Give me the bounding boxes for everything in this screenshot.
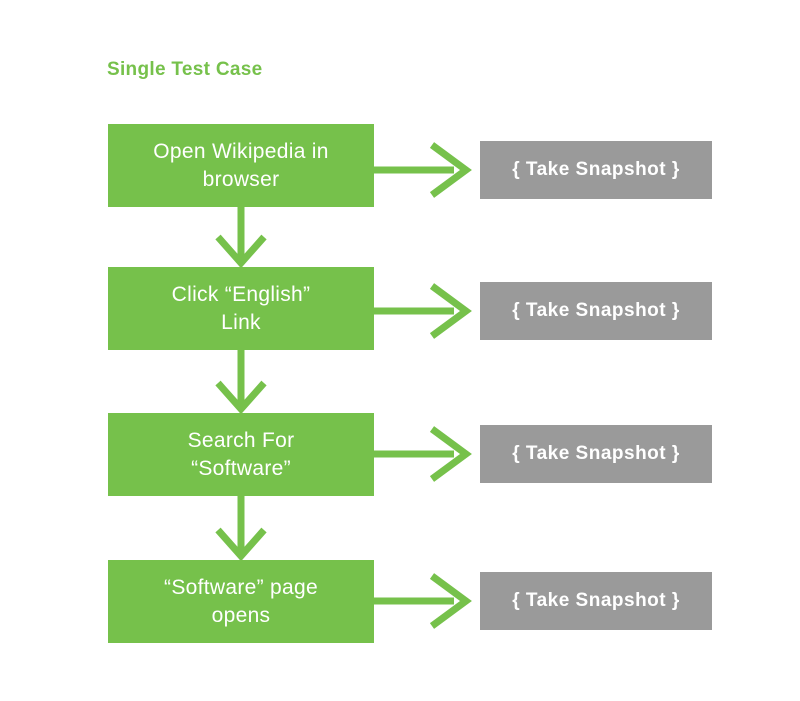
snapshot-box: { Take Snapshot } — [480, 141, 712, 199]
snapshot-label: { Take Snapshot } — [512, 300, 680, 321]
flow-step-label: Click “English” Link — [171, 282, 311, 334]
flow-step-box: “Software” page opens — [108, 560, 374, 643]
snapshot-label: { Take Snapshot } — [512, 159, 680, 180]
arrow-right-icon — [374, 573, 472, 629]
arrow-down-icon — [215, 496, 267, 560]
page-title: Single Test Case — [107, 59, 263, 80]
flow-step-label: Search For “Software” — [187, 428, 295, 480]
snapshot-box: { Take Snapshot } — [480, 425, 712, 483]
arrow-down-icon — [215, 207, 267, 267]
snapshot-box: { Take Snapshot } — [480, 282, 712, 340]
flow-step-box: Search For “Software” — [108, 413, 374, 496]
snapshot-box: { Take Snapshot } — [480, 572, 712, 630]
arrow-right-icon — [374, 283, 472, 339]
flow-step-label: Open Wikipedia in browser — [153, 139, 329, 191]
flow-step-box: Click “English” Link — [108, 267, 374, 350]
snapshot-label: { Take Snapshot } — [512, 590, 680, 611]
flow-step-label: “Software” page opens — [164, 575, 318, 627]
arrow-right-icon — [374, 426, 472, 482]
snapshot-label: { Take Snapshot } — [512, 443, 680, 464]
arrow-right-icon — [374, 142, 472, 198]
flow-step-box: Open Wikipedia in browser — [108, 124, 374, 207]
arrow-down-icon — [215, 350, 267, 413]
